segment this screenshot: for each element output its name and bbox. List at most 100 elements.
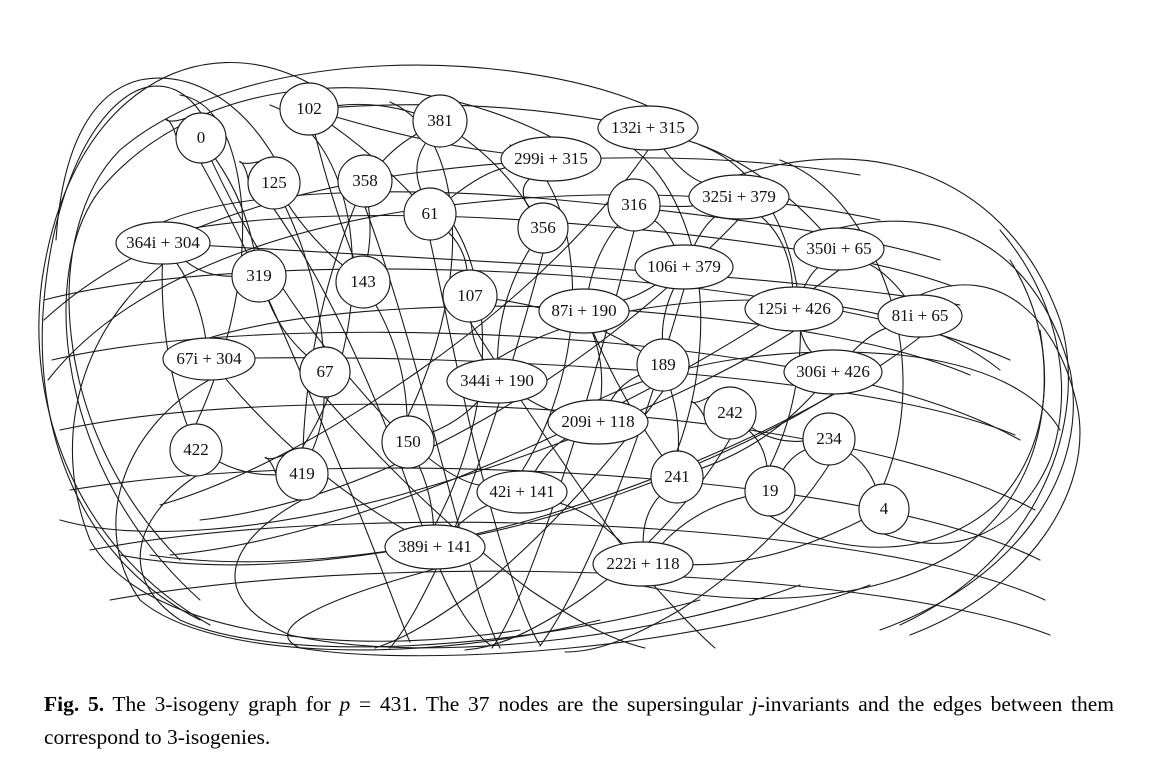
node-outline[interactable] xyxy=(412,94,468,148)
node-outline[interactable] xyxy=(597,105,699,151)
graph-node[interactable]: 42i + 141 xyxy=(476,470,568,514)
graph-node[interactable]: 299i + 315 xyxy=(500,136,602,182)
graph-edge xyxy=(418,465,435,526)
node-outline[interactable] xyxy=(446,358,548,404)
node-outline[interactable] xyxy=(592,541,694,587)
node-outline[interactable] xyxy=(793,227,885,271)
caption-text-part3: -invariants and the edges between them c… xyxy=(44,692,1114,749)
node-outline[interactable] xyxy=(634,244,734,290)
node-label: 319 xyxy=(246,266,272,285)
graph-edge xyxy=(769,259,1046,548)
graph-node[interactable]: 4 xyxy=(858,483,910,535)
graph-node[interactable]: 234 xyxy=(802,412,856,466)
node-outline[interactable] xyxy=(607,178,661,232)
graph-node[interactable]: 67i + 304 xyxy=(162,337,256,381)
graph-node[interactable]: 150 xyxy=(381,415,435,469)
graph-edge xyxy=(185,260,233,277)
graph-node[interactable]: 319 xyxy=(231,249,287,303)
node-outline[interactable] xyxy=(247,156,301,210)
node-label: 102 xyxy=(296,99,322,118)
graph-edge xyxy=(273,208,491,646)
node-outline[interactable] xyxy=(802,412,856,466)
node-outline[interactable] xyxy=(858,483,910,535)
graph-node[interactable]: 132i + 315 xyxy=(597,105,699,151)
node-outline[interactable] xyxy=(115,221,211,265)
node-label: 358 xyxy=(352,171,378,190)
graph-node[interactable]: 125i + 426 xyxy=(744,286,844,332)
graph-node[interactable]: 419 xyxy=(275,447,329,501)
graph-edge xyxy=(661,496,747,545)
node-outline[interactable] xyxy=(279,82,339,136)
graph-node[interactable]: 344i + 190 xyxy=(446,358,548,404)
graph-node[interactable]: 242 xyxy=(703,386,757,440)
graph-edge xyxy=(214,157,255,251)
graph-node[interactable]: 106i + 379 xyxy=(634,244,734,290)
node-outline[interactable] xyxy=(403,187,457,241)
node-outline[interactable] xyxy=(384,524,486,570)
caption-variable-j: j xyxy=(751,692,758,716)
graph-node[interactable]: 19 xyxy=(744,465,796,517)
node-outline[interactable] xyxy=(650,450,704,504)
node-outline[interactable] xyxy=(538,288,630,334)
node-outline[interactable] xyxy=(175,112,227,164)
caption-equals: = xyxy=(350,692,380,716)
graph-node[interactable]: 356 xyxy=(517,202,569,254)
graph-node[interactable]: 102 xyxy=(279,82,339,136)
node-outline[interactable] xyxy=(442,269,498,323)
graph-node[interactable]: 61 xyxy=(403,187,457,241)
graph-edge xyxy=(699,144,801,467)
node-label: 389i + 141 xyxy=(398,537,472,556)
graph-node[interactable]: 358 xyxy=(337,154,393,208)
graph-node[interactable]: 381 xyxy=(412,94,468,148)
graph-node[interactable]: 81i + 65 xyxy=(877,294,963,338)
graph-node[interactable]: 143 xyxy=(335,255,391,309)
graph-node[interactable]: 422 xyxy=(169,423,223,477)
node-outline[interactable] xyxy=(275,447,329,501)
node-outline[interactable] xyxy=(500,136,602,182)
graph-node[interactable]: 364i + 304 xyxy=(115,221,211,265)
node-outline[interactable] xyxy=(335,255,391,309)
node-label: 299i + 315 xyxy=(514,149,588,168)
graph-node[interactable]: 222i + 118 xyxy=(592,541,694,587)
node-outline[interactable] xyxy=(688,174,790,220)
node-outline[interactable] xyxy=(877,294,963,338)
graph-edge xyxy=(455,504,489,528)
node-outline[interactable] xyxy=(169,423,223,477)
graph-node[interactable]: 241 xyxy=(650,450,704,504)
graph-edge xyxy=(522,178,530,208)
node-outline[interactable] xyxy=(231,249,287,303)
node-outline[interactable] xyxy=(337,154,393,208)
graph-edge xyxy=(670,389,680,452)
graph-node[interactable]: 125 xyxy=(247,156,301,210)
figure-caption: Fig. 5. The 3-isogeny graph for p = 431.… xyxy=(44,688,1114,754)
node-outline[interactable] xyxy=(381,415,435,469)
node-outline[interactable] xyxy=(703,386,757,440)
graph-edge xyxy=(149,393,834,563)
node-label: 107 xyxy=(457,286,483,305)
node-label: 364i + 304 xyxy=(126,233,200,252)
node-outline[interactable] xyxy=(783,349,883,395)
graph-node[interactable]: 316 xyxy=(607,178,661,232)
node-outline[interactable] xyxy=(162,337,256,381)
node-outline[interactable] xyxy=(476,470,568,514)
graph-edge xyxy=(496,248,531,360)
graph-node[interactable]: 0 xyxy=(175,112,227,164)
node-outline[interactable] xyxy=(744,465,796,517)
graph-node[interactable]: 306i + 426 xyxy=(783,349,883,395)
graph-edge xyxy=(382,133,418,162)
graph-node[interactable]: 67 xyxy=(299,346,351,398)
node-outline[interactable] xyxy=(299,346,351,398)
node-outline[interactable] xyxy=(547,399,649,445)
graph-node[interactable]: 189 xyxy=(636,338,690,392)
graph-node[interactable]: 350i + 65 xyxy=(793,227,885,271)
node-label: 209i + 118 xyxy=(561,412,634,431)
graph-node[interactable]: 389i + 141 xyxy=(384,524,486,570)
graph-node[interactable]: 87i + 190 xyxy=(538,288,630,334)
graph-node[interactable]: 325i + 379 xyxy=(688,174,790,220)
node-outline[interactable] xyxy=(517,202,569,254)
node-outline[interactable] xyxy=(744,286,844,332)
graph-node[interactable]: 209i + 118 xyxy=(547,399,649,445)
node-outline[interactable] xyxy=(636,338,690,392)
isogeny-graph-canvas: 0 102 381 132i + 315 299i + 315 125 358 316 325i… xyxy=(38,61,1081,657)
graph-node[interactable]: 107 xyxy=(442,269,498,323)
